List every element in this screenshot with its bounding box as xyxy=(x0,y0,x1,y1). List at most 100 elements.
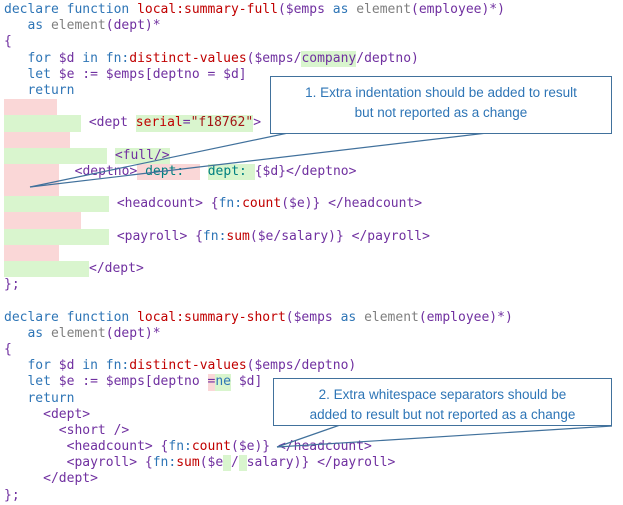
code-line: <dept> xyxy=(4,407,623,423)
code-token: salary)} xyxy=(246,455,318,471)
code-token: <dept xyxy=(88,115,136,131)
code-token: ($e/salary)} xyxy=(249,228,352,244)
code-token: for xyxy=(27,50,59,66)
code-token: local:summary-full xyxy=(137,2,278,17)
code-token: in xyxy=(82,50,106,66)
code-token: }; xyxy=(4,487,20,503)
code-token: $d] xyxy=(231,374,263,390)
code-token: {$d} xyxy=(254,163,287,179)
code-line: <deptno> dept: dept: {$d}</deptno> xyxy=(4,163,623,181)
code-token xyxy=(4,358,27,374)
code-line: }; xyxy=(4,488,623,504)
code-token xyxy=(4,326,27,342)
code-token: declare function xyxy=(4,2,138,17)
code-line: return xyxy=(4,391,623,407)
code-token: </headcount> xyxy=(328,196,423,212)
code-token: in xyxy=(82,358,106,374)
code-token: / xyxy=(231,455,239,471)
code-token xyxy=(4,455,67,471)
code-token: fn: xyxy=(168,439,192,455)
diff-removed-token: dept: xyxy=(137,163,200,181)
code-line: let $e := $emps[deptno =ne $d] xyxy=(4,374,623,391)
code-token: distinct-values xyxy=(129,50,247,66)
code-token: sum xyxy=(176,455,200,471)
diff-removed-token: = xyxy=(207,374,216,391)
code-line xyxy=(4,180,623,197)
code-token: <deptno> xyxy=(74,163,138,179)
diff-added-token: company xyxy=(301,50,357,67)
diff-added-whitespace-block xyxy=(4,115,81,132)
code-line: declare function local:summary-full($emp… xyxy=(4,2,623,18)
diff-removed-whitespace-block xyxy=(4,180,59,197)
code-token xyxy=(109,229,117,245)
code-token: fn: xyxy=(218,196,243,212)
diff-added-token xyxy=(238,455,247,472)
code-token: ($emps/deptno) xyxy=(246,358,357,374)
callout-1-line-1: 1. Extra indentation should be added to … xyxy=(305,85,577,100)
code-token: </payroll> xyxy=(317,455,396,471)
code-token: <dept> xyxy=(4,406,91,422)
code-token: let xyxy=(27,66,59,82)
code-line: <payroll> {fn:sum($e/salary)} </payroll> xyxy=(4,228,623,245)
code-token: as xyxy=(27,18,51,34)
code-token: as xyxy=(332,2,357,17)
callout-1-line-2: but not reported as a change xyxy=(354,105,528,120)
code-token: fn: xyxy=(152,455,177,471)
code-token: ($e)} xyxy=(231,439,278,455)
code-token: /deptno) xyxy=(356,50,419,66)
diff-removed-whitespace-block xyxy=(4,163,59,181)
code-token xyxy=(4,374,27,390)
code-token xyxy=(109,196,117,212)
code-token: count xyxy=(191,439,231,455)
code-token: ($emps xyxy=(277,2,333,17)
diff-removed-whitespace-block xyxy=(4,212,81,229)
code-line: declare function local:summary-short($em… xyxy=(4,310,623,326)
code-token: <short /> xyxy=(4,422,130,438)
code-token: count xyxy=(242,196,282,212)
code-token: return xyxy=(27,82,75,98)
callout-2-line-2: added to result but not reported as a ch… xyxy=(309,407,576,422)
code-token xyxy=(107,148,115,164)
code-line: as element(dept)* xyxy=(4,326,623,342)
code-token xyxy=(81,115,89,131)
callout-2-line-1: 2. Extra whitespace separators should be xyxy=(318,387,567,402)
code-token: ($e)} xyxy=(281,196,329,212)
code-token xyxy=(4,18,27,34)
code-token: element xyxy=(50,325,106,341)
diff-removed-whitespace-block xyxy=(4,244,59,261)
code-line: as element(dept)* xyxy=(4,18,623,34)
code-token: as xyxy=(27,325,51,341)
code-line: <dept serial="f18762"> xyxy=(4,115,623,132)
code-token: > xyxy=(253,115,262,131)
code-token: <payroll> { xyxy=(116,228,203,244)
code-token: $d xyxy=(58,50,83,66)
code-token: let xyxy=(27,374,59,390)
code-line: </dept> xyxy=(4,471,623,487)
code-token xyxy=(4,67,27,83)
code-token: fn: xyxy=(202,228,227,244)
code-token: <headcount> { xyxy=(116,196,219,212)
code-token: sum xyxy=(226,228,250,244)
diff-removed-whitespace-block xyxy=(4,131,70,148)
code-line: { xyxy=(4,34,623,50)
diff-added-token: dept: xyxy=(207,163,255,181)
code-line: }; xyxy=(4,277,623,293)
diff-added-whitespace-block xyxy=(4,147,107,164)
code-token: element xyxy=(50,18,106,34)
code-line: { xyxy=(4,342,623,358)
code-token: element xyxy=(364,309,419,325)
diff-added-token: ne xyxy=(215,374,231,391)
diff-removed-whitespace-block xyxy=(4,99,57,116)
code-line xyxy=(4,293,623,309)
code-line: for $d in fn:distinct-values($emps/deptn… xyxy=(4,358,623,374)
code-token: for xyxy=(27,358,59,374)
code-token: <payroll> { xyxy=(66,455,153,471)
code-line xyxy=(4,99,623,116)
code-token: local:summary-short xyxy=(137,309,286,325)
code-token: ($e xyxy=(199,455,224,471)
code-line: </dept> xyxy=(4,261,623,278)
diff-added-whitespace-block xyxy=(4,196,109,213)
diff-added-token xyxy=(223,455,231,472)
code-token xyxy=(200,164,208,180)
code-token: (dept)* xyxy=(105,18,161,34)
